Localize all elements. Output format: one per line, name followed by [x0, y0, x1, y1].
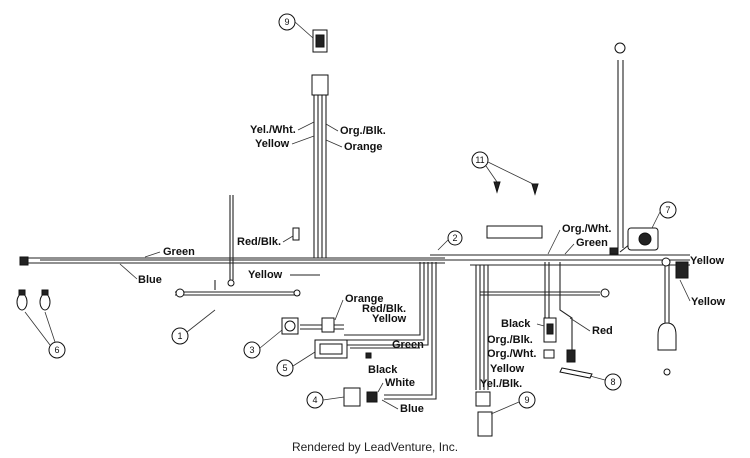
callout-8	[604, 373, 622, 391]
svg-text:11: 11	[475, 155, 484, 165]
bottom-switch-9	[477, 411, 493, 437]
bottom-right-plug	[657, 322, 677, 351]
label-green-left: Green	[163, 246, 195, 258]
callout-3	[243, 341, 261, 359]
footer-credit: Rendered by LeadVenture, Inc.	[291, 440, 459, 454]
label-blue-bottom: Blue	[400, 403, 424, 415]
label-yellow-right-bottom: Yellow	[691, 296, 726, 308]
wire-labels: Yel./Wht. Yellow Org./Blk. Orange Green …	[119, 121, 726, 415]
headlight-bulb-left	[16, 293, 28, 311]
ring-terminal	[614, 42, 626, 54]
callout-6	[48, 341, 66, 359]
label-yellow-mid: Yellow	[248, 269, 283, 281]
label-yellow-right-top: Yellow	[690, 255, 725, 267]
mounting-bracket	[486, 225, 543, 239]
label-org-blk-right: Org./Blk.	[487, 334, 533, 346]
part-8	[559, 367, 593, 379]
svg-text:9: 9	[524, 395, 529, 405]
label-white-mid: White	[385, 377, 415, 389]
label-org-blk-top: Org./Blk.	[340, 125, 386, 137]
callout-5	[276, 359, 294, 377]
bolt-icon	[531, 183, 539, 196]
svg-text:1: 1	[177, 331, 182, 341]
svg-text:7: 7	[665, 205, 670, 215]
label-orange-mid: Orange	[345, 293, 384, 305]
components	[16, 29, 689, 437]
callout-11	[471, 151, 489, 169]
label-org-wht-right: Org./Wht.	[562, 223, 612, 235]
label-yel-wht: Yel./Wht.	[250, 124, 296, 136]
label-red-right: Red	[592, 325, 613, 337]
label-org-wht-right2: Org./Wht.	[487, 348, 537, 360]
callouts: 9 11 2 7 1 3 5 6 4 9 8	[24, 13, 677, 415]
label-yel-blk-right: Yel./Blk.	[480, 378, 522, 390]
callout-7	[659, 201, 677, 219]
svg-text:6: 6	[54, 345, 59, 355]
label-red-blk: Red/Blk.	[237, 236, 281, 248]
callout-1	[171, 327, 189, 345]
right-connector	[675, 261, 689, 279]
svg-text:8: 8	[610, 377, 615, 387]
label-orange-top: Orange	[344, 141, 383, 153]
top-plug	[311, 74, 329, 96]
label-black-mid: Black	[368, 364, 398, 376]
svg-text:2: 2	[452, 233, 457, 243]
callout-9-bottom	[518, 391, 536, 409]
left-end-connector	[19, 256, 29, 266]
label-yellow-right: Yellow	[490, 363, 525, 375]
svg-text:9: 9	[284, 17, 289, 27]
callout-2	[447, 230, 463, 246]
svg-text:4: 4	[312, 395, 317, 405]
bolt-icon	[493, 181, 501, 194]
switch-4	[343, 387, 361, 407]
label-green-mid: Green	[392, 339, 424, 351]
label-yellow-mid2: Yellow	[372, 313, 407, 325]
svg-text:3: 3	[249, 345, 254, 355]
label-black-right: Black	[501, 318, 531, 330]
label-yellow-top: Yellow	[255, 138, 290, 150]
fuse-holder	[292, 227, 300, 241]
headlight-bulb-right	[39, 293, 51, 311]
svg-text:5: 5	[282, 363, 287, 373]
label-green-right: Green	[576, 237, 608, 249]
label-blue-left: Blue	[138, 274, 162, 286]
main-harness	[28, 60, 690, 400]
label-red-blk-mid: Red/Blk.	[362, 303, 406, 315]
